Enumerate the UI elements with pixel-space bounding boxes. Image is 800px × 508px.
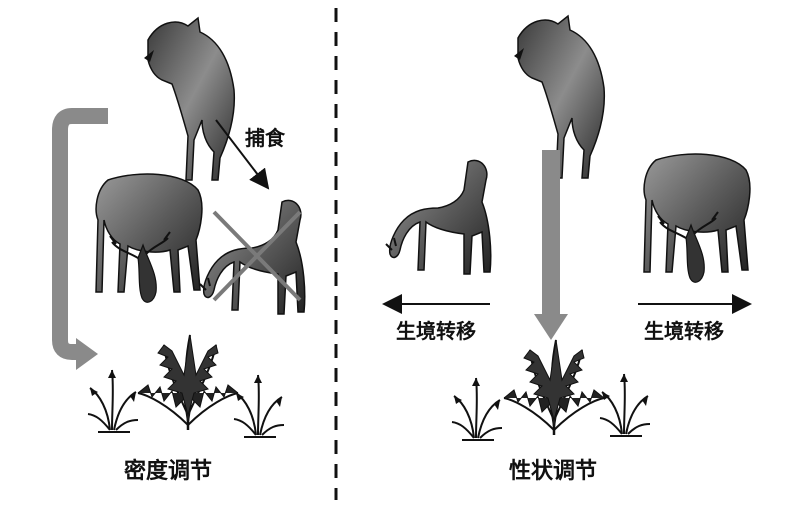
habitat-shift-left-label: 生境转移: [396, 319, 476, 343]
right-caption: 性状调节: [509, 459, 597, 484]
trait-arrow-shaft: [542, 150, 560, 316]
predation-arrow: [215, 119, 270, 190]
doe-deer-icon: [385, 159, 492, 275]
density-feedback-arrow-head: [76, 338, 98, 370]
density-feedback-arrow: [52, 108, 108, 360]
grass-icon: [451, 377, 503, 441]
grass-icon: [87, 369, 139, 433]
grass-icon: [599, 373, 651, 437]
grass-icon: [233, 374, 285, 438]
predation-label: 捕食: [245, 126, 286, 150]
fern-icon: [502, 338, 606, 437]
habitat-shift-right-label: 生境转移: [644, 319, 724, 343]
wolf-predator-icon: [143, 17, 236, 181]
left-caption: 密度调节: [124, 458, 212, 484]
buck-deer-icon: [643, 153, 751, 284]
right-panel: 生境转移 生境转移 性状调节: [382, 15, 752, 484]
buck-deer-icon: [95, 173, 203, 304]
trait-arrow-head: [534, 314, 568, 340]
fern-icon: [136, 333, 240, 432]
left-panel: 捕食 密度调节: [52, 17, 306, 484]
cross-out-line-2: [212, 210, 302, 302]
